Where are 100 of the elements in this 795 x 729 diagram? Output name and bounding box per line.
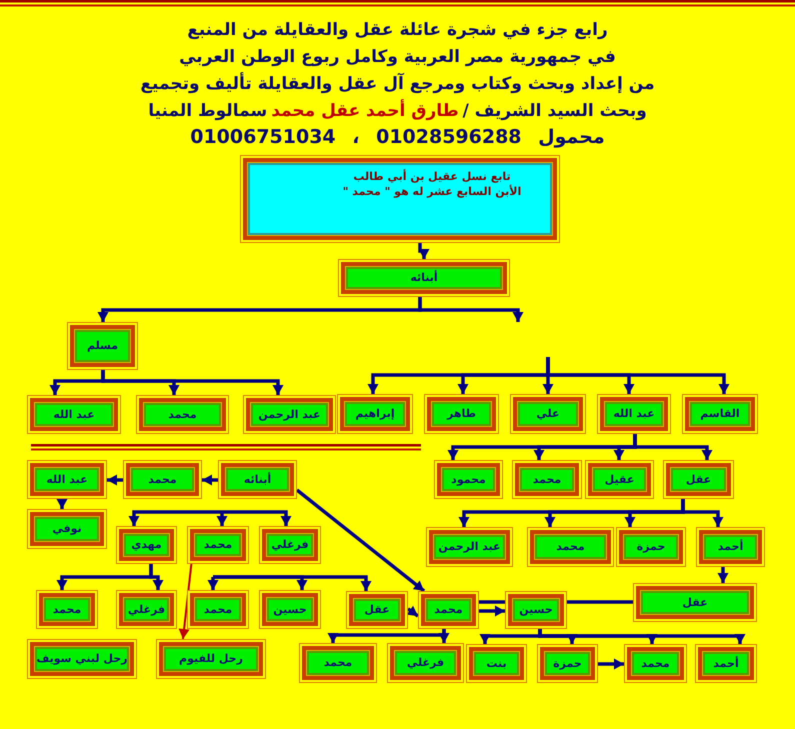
name-label: محمود	[451, 472, 486, 486]
name-label: حسين	[519, 603, 553, 617]
person-box	[218, 460, 297, 499]
person-box	[259, 590, 321, 629]
name-label: عبد الله	[613, 407, 655, 421]
name-label: عبد الرحمن	[438, 540, 501, 554]
arrow	[208, 575, 218, 590]
arrow	[538, 629, 746, 644]
person-box	[187, 590, 249, 629]
person-box	[338, 259, 510, 297]
heading-panel	[240, 155, 560, 243]
name-label: محمد	[434, 603, 463, 617]
person-box	[243, 395, 336, 434]
name-label: أبنائه	[410, 271, 438, 285]
person-box	[585, 460, 654, 499]
connector-line	[567, 600, 633, 604]
name-label: أبنائه	[244, 472, 272, 486]
heading-text: الأبن السابع عشر له هو " محمد "	[342, 184, 522, 199]
person-box	[512, 460, 582, 499]
name-label: محمد	[52, 602, 82, 616]
name-label: حسين	[273, 602, 307, 616]
name-label: رحل لبني سويف	[36, 652, 128, 666]
name-label: فرغلي	[271, 538, 309, 552]
person-box	[36, 590, 98, 629]
person-box	[695, 644, 757, 683]
arrow	[718, 567, 728, 583]
name-label: محمد	[556, 540, 585, 554]
person-box	[624, 644, 687, 683]
title: رابع جزء في شجرة عائلة عقل والعقايلة من المنبع في جمهورية مصر العربية وكامل ربوع الوطن العربي	[178, 19, 617, 69]
person-box	[426, 527, 513, 567]
name-label: طاهر	[447, 407, 476, 421]
arrow	[296, 488, 426, 592]
person-box	[346, 591, 408, 629]
person-box	[663, 460, 734, 499]
arrow	[211, 575, 372, 591]
name-label: عبد الرحمن	[258, 408, 321, 422]
person-box	[505, 591, 567, 629]
name-label: حمزة	[553, 656, 582, 670]
arrow	[406, 606, 420, 618]
arrow	[448, 434, 637, 460]
connector-line	[479, 600, 505, 604]
name-label: عقل	[686, 472, 712, 486]
person-box	[527, 527, 614, 567]
name-label: نوفي	[52, 522, 82, 536]
name-label: محمد	[204, 602, 232, 616]
name-label: عقل	[364, 603, 390, 617]
arrow	[418, 243, 430, 259]
name-label: محمد	[148, 472, 177, 486]
person-box	[696, 527, 765, 567]
person-box	[27, 460, 107, 499]
arrow	[438, 629, 450, 643]
name-label: حمزة	[636, 540, 666, 554]
name-label: محمد	[324, 656, 352, 670]
heading-text: تابع نسل عقيل بن أبي طالب	[353, 169, 511, 184]
name-label: أحمد	[713, 656, 739, 670]
person-box	[510, 394, 586, 434]
credit-text: وبحث السيد الشريف /	[462, 101, 647, 121]
person-box	[537, 644, 598, 683]
person-box	[387, 643, 464, 683]
name-label: عقيل	[604, 472, 634, 486]
person-box	[136, 395, 229, 434]
person-box	[123, 460, 202, 499]
person-box	[299, 643, 377, 683]
person-box	[682, 394, 758, 434]
author-name: طارق أحمد عقل محمد	[271, 101, 459, 121]
person-box	[466, 644, 527, 683]
name-label: محمد	[204, 538, 232, 552]
name-label: علي	[536, 407, 560, 421]
arrow	[128, 510, 224, 526]
person-box	[597, 394, 671, 434]
arrow	[178, 564, 192, 640]
arrow	[56, 564, 153, 590]
person-box	[156, 639, 266, 679]
name-label: عبد الله	[53, 408, 95, 422]
person-box	[337, 394, 413, 434]
person-box	[424, 394, 499, 434]
name-label: محمد	[532, 472, 562, 486]
arrow	[368, 357, 550, 394]
name-label: محمد	[168, 408, 197, 422]
person-box	[616, 527, 686, 567]
name-label: فرغلي	[128, 602, 166, 616]
person-box	[67, 322, 138, 370]
phone-text: محمول 01028596288 ، 01006751034	[190, 126, 605, 148]
arrow	[50, 370, 105, 395]
name-label: مهدي	[131, 538, 162, 552]
person-box	[187, 526, 249, 564]
name-label: أحمد	[718, 540, 744, 554]
name-label: فرغلي	[406, 656, 444, 670]
person-box	[418, 591, 479, 629]
person-box	[27, 639, 137, 679]
arrow	[56, 499, 68, 509]
person-box	[27, 509, 107, 549]
name-label: القاسم	[700, 407, 740, 421]
arrow	[220, 510, 292, 526]
person-box	[27, 395, 121, 434]
place-text: سمالوط المنيا	[148, 101, 268, 121]
person-box	[259, 526, 321, 564]
name-label: محمد	[641, 656, 670, 670]
name-label: إبراهيم	[355, 407, 395, 421]
arrow	[107, 474, 123, 486]
